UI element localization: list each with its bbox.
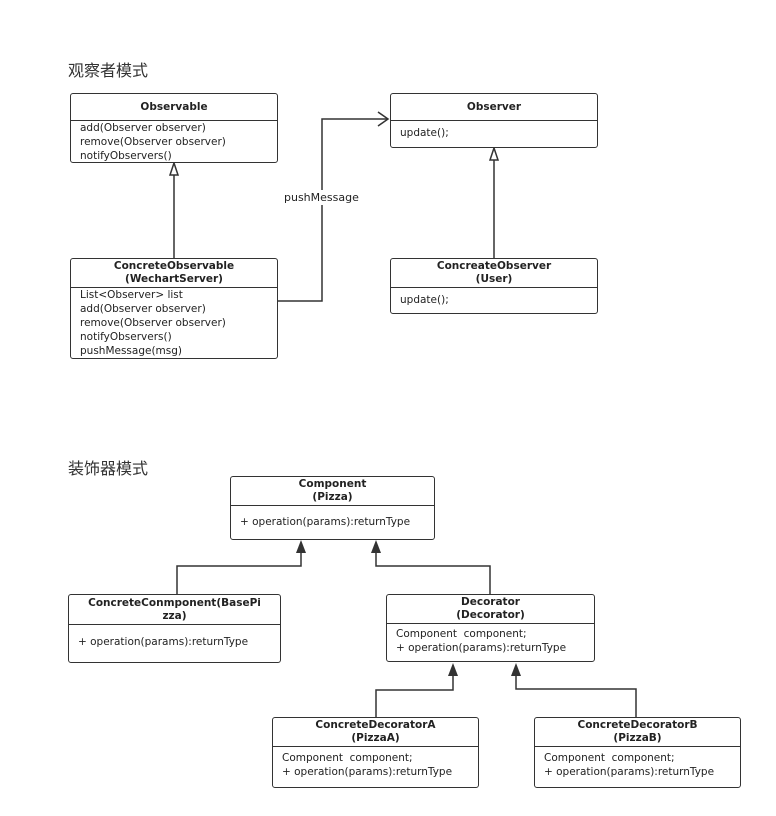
member: List<Observer> list <box>80 289 183 301</box>
class-observable: Observable add(Observer observer) remove… <box>70 93 278 163</box>
association-label: pushMessage <box>284 190 359 205</box>
member: Component component; <box>544 752 675 764</box>
class-name: Observable <box>71 94 277 121</box>
filled-triangle-icon <box>296 540 306 553</box>
class-observer: Observer update(); <box>390 93 598 148</box>
class-members: + operation(params):returnType <box>231 506 434 531</box>
member: update(); <box>400 127 449 139</box>
class-members: Component component; + operation(params)… <box>535 747 740 781</box>
member: + operation(params):returnType <box>396 642 567 654</box>
class-name: Observer <box>391 94 597 121</box>
class-concrete-observer: ConcreateObserver (User) update(); <box>390 258 598 314</box>
hollow-triangle-icon <box>488 145 500 161</box>
class-members: update(); <box>391 121 597 142</box>
member: update(); <box>400 294 449 306</box>
member: Component component; <box>396 628 527 640</box>
observer-pattern-title: 观察者模式 <box>68 61 149 80</box>
open-arrow-icon <box>377 111 390 127</box>
class-name: ConcreteObservable (WechartServer) <box>71 259 277 288</box>
member: add(Observer observer) <box>80 303 206 315</box>
class-alias: (WechartServer) <box>125 273 223 285</box>
class-concrete-observable: ConcreteObservable (WechartServer) List<… <box>70 258 278 359</box>
member: + operation(params):returnType <box>78 636 249 648</box>
class-concrete-decorator-a: ConcreteDecoratorA (PizzaA) Component co… <box>272 717 479 788</box>
class-name: Component (Pizza) <box>231 477 434 506</box>
class-members: Component component; + operation(params)… <box>387 624 594 657</box>
class-name: ConcreteConmponent(BasePi zza) <box>69 595 280 625</box>
class-title: ConcreteDecoratorA <box>315 719 436 731</box>
member: + operation(params):returnType <box>240 516 411 528</box>
class-component: Component (Pizza) + operation(params):re… <box>230 476 435 540</box>
class-concrete-decorator-b: ConcreteDecoratorB (PizzaB) Component co… <box>534 717 741 788</box>
filled-triangle-icon <box>448 663 458 676</box>
hollow-triangle-icon <box>168 160 180 176</box>
member: Component component; <box>282 752 413 764</box>
class-alias: (PizzaA) <box>351 732 400 744</box>
class-name: ConcreteDecoratorB (PizzaB) <box>535 718 740 747</box>
class-concrete-component: ConcreteConmponent(BasePi zza) + operati… <box>68 594 281 663</box>
class-title: ConcreteDecoratorB <box>577 719 698 731</box>
class-title: ConcreateObserver <box>436 260 552 272</box>
class-members: add(Observer observer) remove(Observer o… <box>71 121 277 165</box>
association-line-pushmessage <box>278 118 388 302</box>
class-decorator: Decorator (Decorator) Component componen… <box>386 594 595 662</box>
class-title: ConcreteObservable <box>113 260 235 272</box>
class-title: ConcreteConmponent(BasePi <box>88 596 261 609</box>
inheritance-line-concrete-component <box>176 553 302 594</box>
class-name: Decorator (Decorator) <box>387 595 594 624</box>
class-members: update(); <box>391 288 597 309</box>
inheritance-line-decorator <box>375 553 491 594</box>
inheritance-line-decorator-a <box>375 676 454 717</box>
member: remove(Observer observer) <box>80 317 226 329</box>
inheritance-line-decorator-b <box>515 676 637 717</box>
member: notifyObservers() <box>80 150 172 162</box>
class-title: Decorator <box>461 596 520 608</box>
member: notifyObservers() <box>80 331 172 343</box>
class-alias: zza) <box>162 609 187 622</box>
class-alias: (Decorator) <box>456 609 525 621</box>
decorator-pattern-title: 装饰器模式 <box>68 459 149 478</box>
class-alias: (User) <box>475 273 513 285</box>
member: pushMessage(msg) <box>80 345 183 357</box>
member: add(Observer observer) <box>80 122 206 134</box>
class-members: List<Observer> list add(Observer observe… <box>71 288 277 360</box>
member: remove(Observer observer) <box>80 136 226 148</box>
class-name: ConcreteDecoratorA (PizzaA) <box>273 718 478 747</box>
filled-triangle-icon <box>511 663 521 676</box>
filled-triangle-icon <box>371 540 381 553</box>
class-members: Component component; + operation(params)… <box>273 747 478 781</box>
member: + operation(params):returnType <box>282 766 453 778</box>
class-name: ConcreateObserver (User) <box>391 259 597 288</box>
member: + operation(params):returnType <box>544 766 715 778</box>
class-members: + operation(params):returnType <box>69 625 280 651</box>
class-alias: (PizzaB) <box>613 732 662 744</box>
class-title: Component <box>298 478 367 490</box>
class-alias: (Pizza) <box>312 491 353 503</box>
